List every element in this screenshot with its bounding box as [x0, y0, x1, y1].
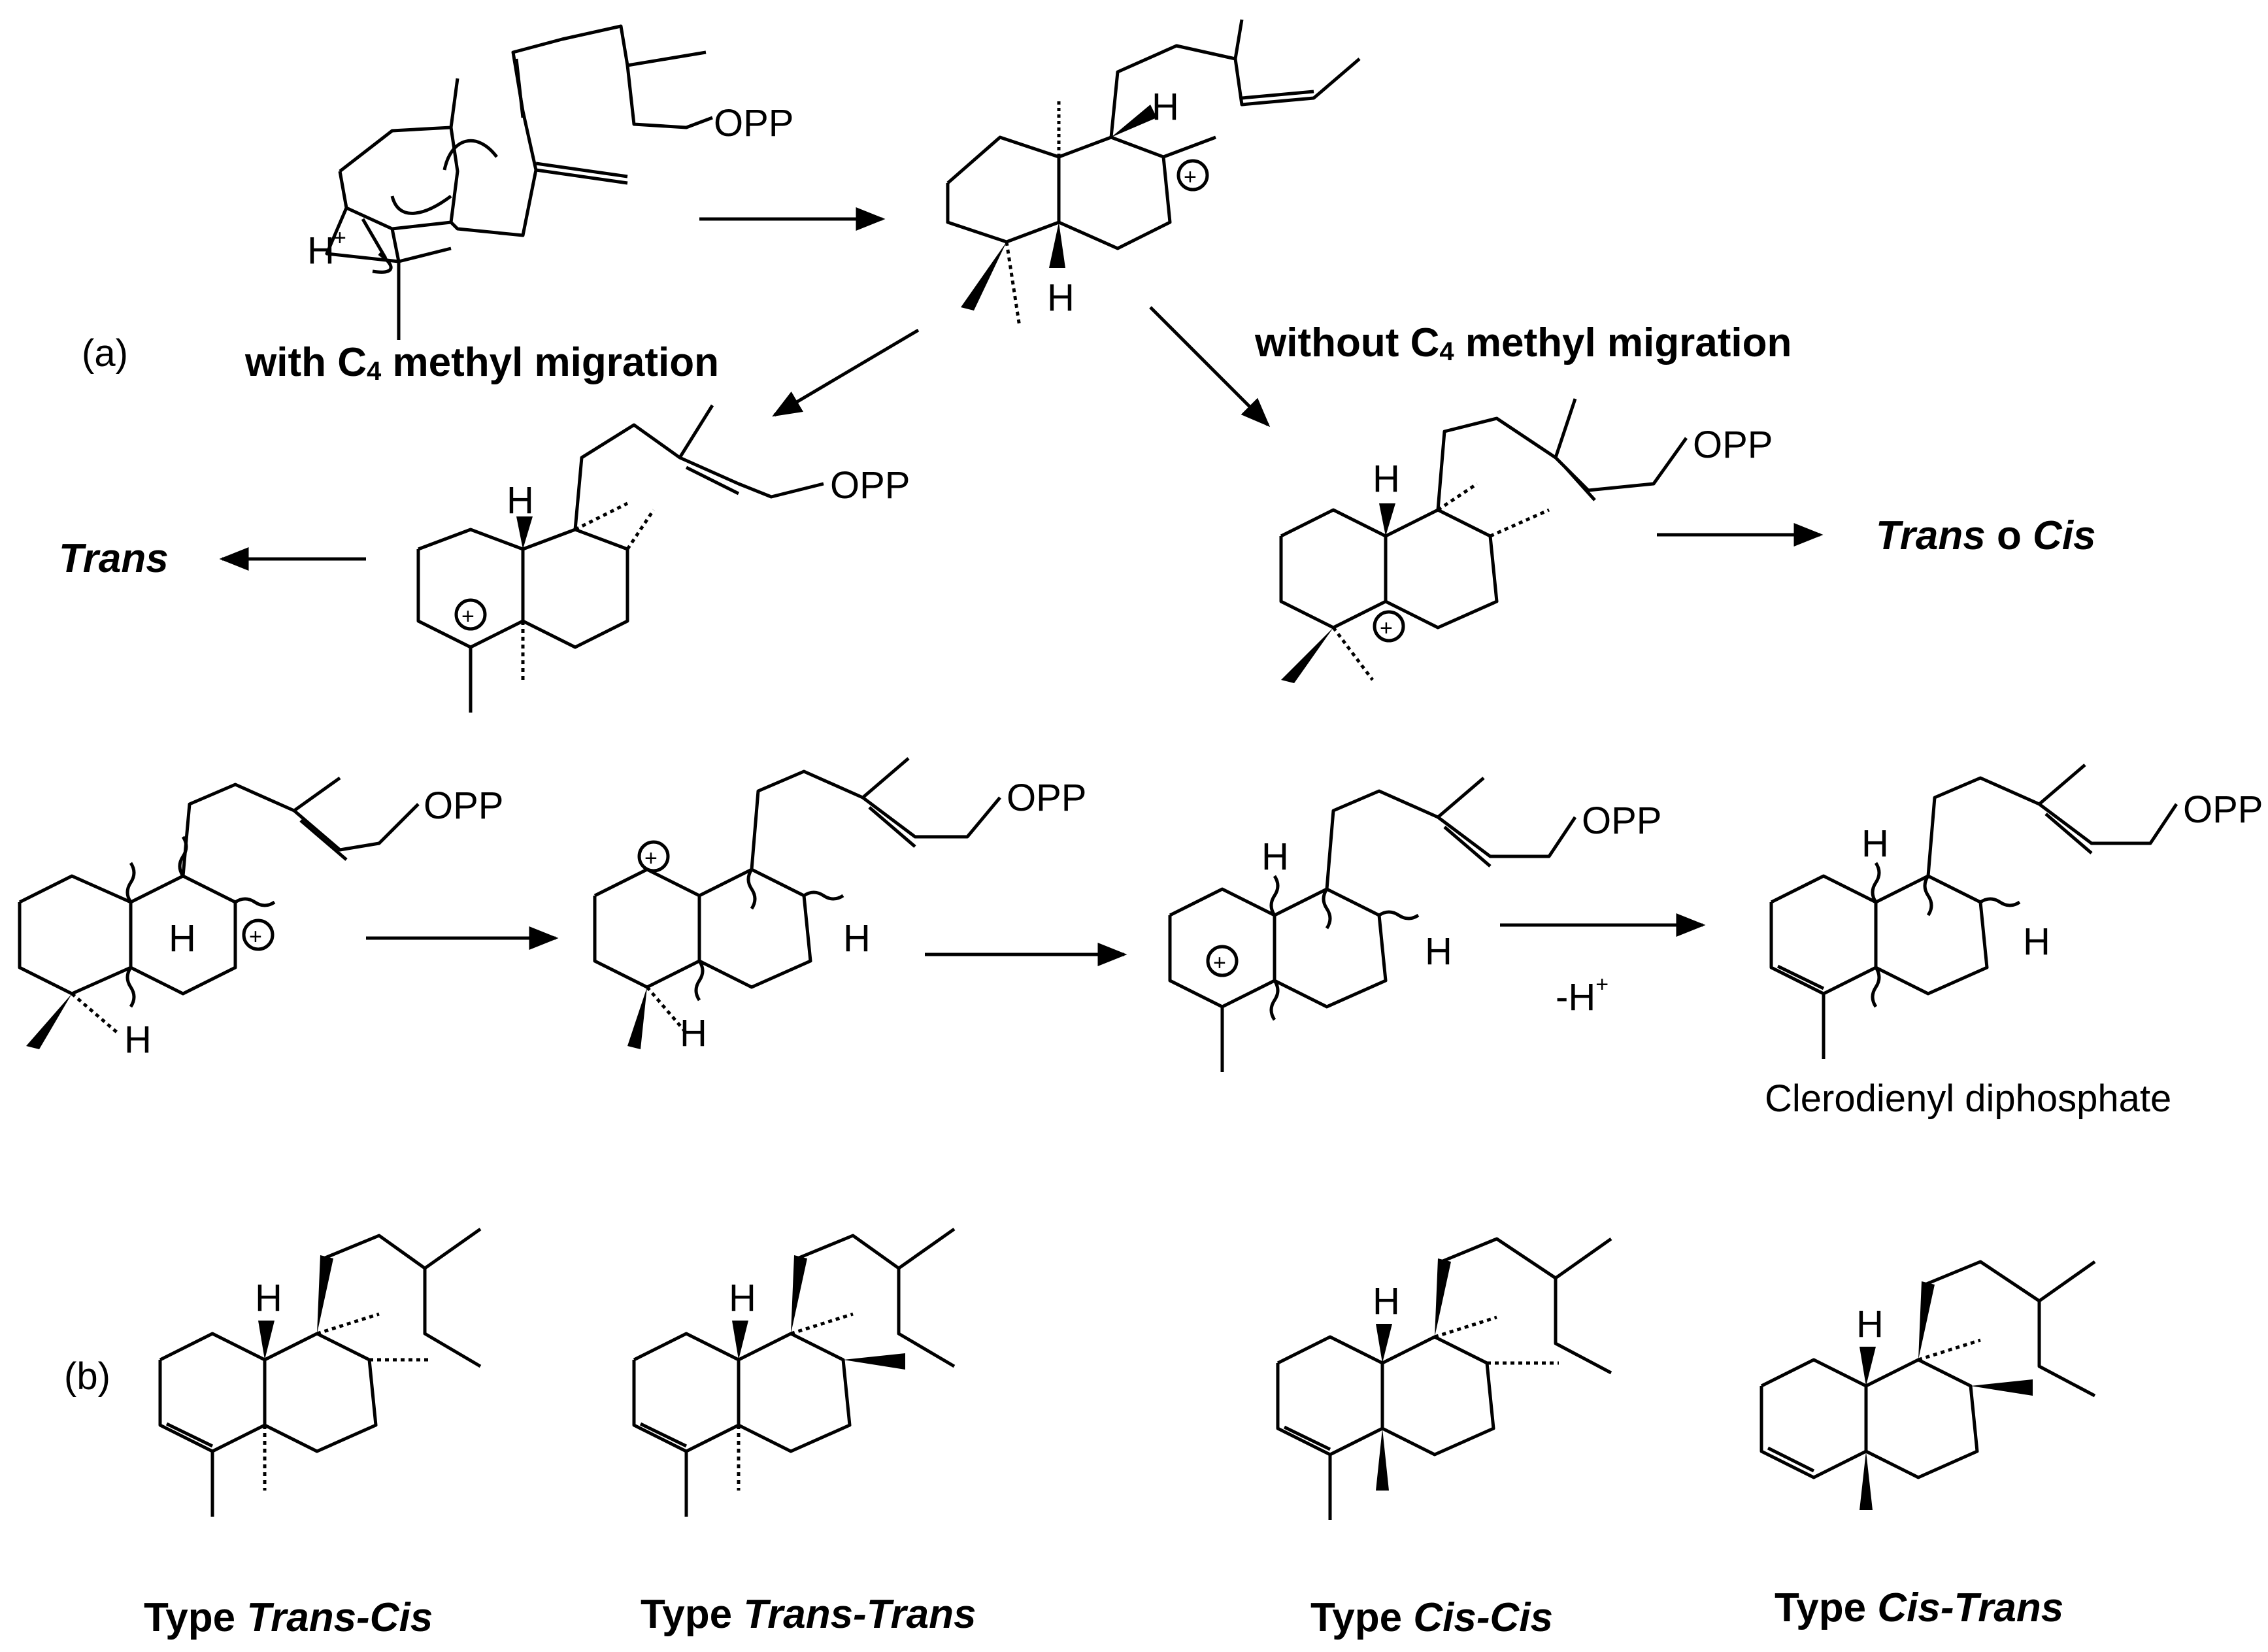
type-label-cis-cis: Type Cis-Cis [1310, 1595, 1553, 1640]
h-label: H [1856, 1303, 1884, 1345]
outcome-trans-o-cis: Trans o Cis [1876, 513, 2096, 558]
h-label: H [1373, 458, 1400, 500]
type-label-cis-trans: Type Cis-Trans [1775, 1585, 2063, 1630]
h-plus-label: + [333, 226, 346, 250]
cascade-structure-3 [1168, 777, 1577, 1072]
h-label: H [729, 1277, 756, 1319]
plus-label: + [461, 604, 475, 629]
type-label-trans-cis: Type Trans-Cis [144, 1595, 433, 1640]
h-label: H [1425, 930, 1452, 973]
h-label: H [255, 1277, 282, 1319]
type-cis-trans-structure [1759, 1260, 2096, 1510]
plus-label: + [1213, 951, 1226, 975]
h-label: H [1261, 835, 1289, 878]
labdadienyl-cation [946, 19, 1361, 328]
clerodienyl-diphosphate-label: Clerodienyl diphosphate [1765, 1077, 2171, 1120]
h-label: H [1373, 1280, 1400, 1323]
plus-label: + [1380, 616, 1393, 641]
ggpp-precursor [325, 24, 713, 340]
cascade-structure-2 [593, 757, 1001, 1049]
h-label: H [1047, 277, 1075, 319]
migration-intermediate-left [416, 404, 824, 713]
migration-intermediate-right [1279, 398, 1688, 683]
h-label: H [307, 229, 335, 272]
panel-b-label: (b) [64, 1355, 110, 1398]
opp-label: OPP [2183, 788, 2263, 831]
h-label: H [2023, 920, 2050, 963]
arrow-without-migration [1149, 306, 1271, 428]
panel-a-label: (a) [82, 332, 128, 375]
plus-label: + [644, 846, 658, 871]
opp-label: OPP [424, 784, 504, 827]
opp-label: OPP [1007, 777, 1087, 819]
h-label: H [1152, 86, 1179, 128]
opp-label: OPP [830, 464, 910, 507]
clerodienyl-diphosphate-structure [1769, 764, 2178, 1059]
type-trans-trans-structure [632, 1227, 956, 1517]
h-label: H [680, 1012, 707, 1054]
opp-label: OPP [1693, 424, 1773, 466]
opp-label: OPP [1582, 800, 1662, 842]
panel-b [158, 1227, 2096, 1520]
outcome-trans: Trans [59, 536, 169, 581]
h-label: H [843, 917, 871, 960]
h-label: H [1861, 822, 1889, 865]
arrow-with-migration [772, 328, 920, 417]
type-label-trans-trans: Type Trans-Trans [641, 1592, 976, 1637]
cascade-structure-1 [18, 776, 420, 1049]
h-label: H [169, 917, 196, 960]
panel-a: OPP H + + H H [18, 19, 2263, 1072]
h-label: H [507, 479, 534, 522]
minus-h-label: -H+ [1556, 972, 1609, 1019]
h-label: H [124, 1019, 152, 1061]
opp-label: OPP [714, 102, 794, 144]
type-cis-cis-structure [1276, 1237, 1612, 1520]
with-c4-migration-label: with C4 methyl migration [244, 340, 719, 386]
without-c4-migration-label: without C4 methyl migration [1254, 320, 1792, 366]
plus-label: + [1184, 165, 1197, 190]
type-trans-cis-structure [158, 1227, 482, 1517]
plus-label: + [249, 924, 262, 949]
